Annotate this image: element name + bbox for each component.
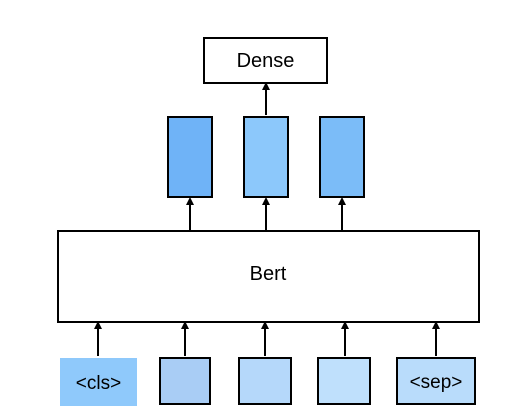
dense-label: Dense xyxy=(237,50,295,72)
token-sep-box xyxy=(396,357,476,405)
token-sep-label: <sep> xyxy=(410,372,463,393)
token-box-2 xyxy=(159,357,211,405)
output-vector-1 xyxy=(167,116,213,198)
token-cls-box xyxy=(60,358,137,406)
output-vector-2 xyxy=(243,116,289,198)
input-tokens: <cls> <sep> xyxy=(60,357,476,406)
output-vectors xyxy=(167,116,365,198)
output-vector-3 xyxy=(319,116,365,198)
token-cls-label: <cls> xyxy=(76,373,121,394)
bert-label: Bert xyxy=(250,263,287,285)
token-box-4 xyxy=(317,357,371,405)
dense-box xyxy=(203,37,328,84)
bert-model: Bert xyxy=(57,230,480,323)
token-box-3 xyxy=(238,357,292,405)
dense-layer: Dense xyxy=(203,37,328,84)
